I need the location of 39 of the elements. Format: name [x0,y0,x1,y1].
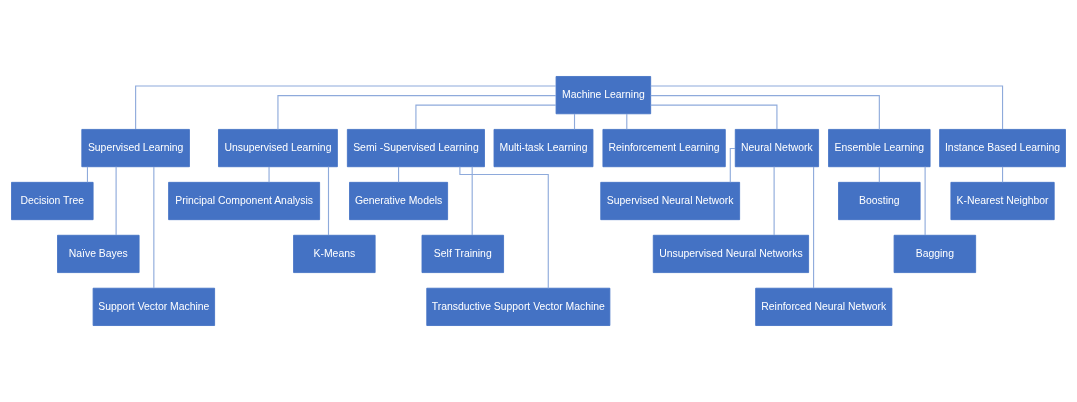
node-box: Self Training [421,234,504,274]
connector [650,85,1004,130]
node-box: Generative Models [349,181,449,221]
node-box: Unsupervised Learning [218,128,338,168]
node-box: Supervised Learning [81,128,190,168]
node-box: Neural Network [734,128,819,168]
connector [277,95,557,130]
connector [459,166,549,289]
node-box: Unsupervised Neural Networks [652,234,810,274]
connector [115,166,117,236]
node-box: Reinforcement Learning [602,128,726,168]
node-box: Bagging [893,234,977,274]
node-box: Reinforced Neural Network [755,287,893,326]
connector [924,166,926,236]
node-box: Multi-task Learning [493,128,594,168]
connector [650,95,880,130]
connector [153,166,155,289]
connector [813,166,815,289]
node-box: K-Means [293,234,376,274]
connector [268,166,270,183]
node-box: K-Nearest Neighbor [950,181,1055,221]
node-box: Instance Based Learning [939,128,1066,168]
connector [135,85,557,130]
node-box: Decision Tree [11,181,94,221]
connector [327,166,330,236]
node-box: Principal Component Analysis [168,181,321,221]
node-box: Boosting [838,181,921,221]
node-box: Transductive Support Vector Machine [426,287,611,326]
connector [415,104,557,130]
node-box: Supervised Neural Network [600,181,741,221]
node-box: Ensemble Learning [828,128,931,168]
connector [650,104,778,130]
connector [471,166,473,236]
node-box: Machine Learning [555,76,652,115]
node-box: Naïve Bayes [57,234,140,274]
node-box: Semi -Supervised Learning [346,128,485,168]
connector [773,166,775,236]
node-box: Support Vector Machine [92,287,216,326]
connector [729,147,736,183]
